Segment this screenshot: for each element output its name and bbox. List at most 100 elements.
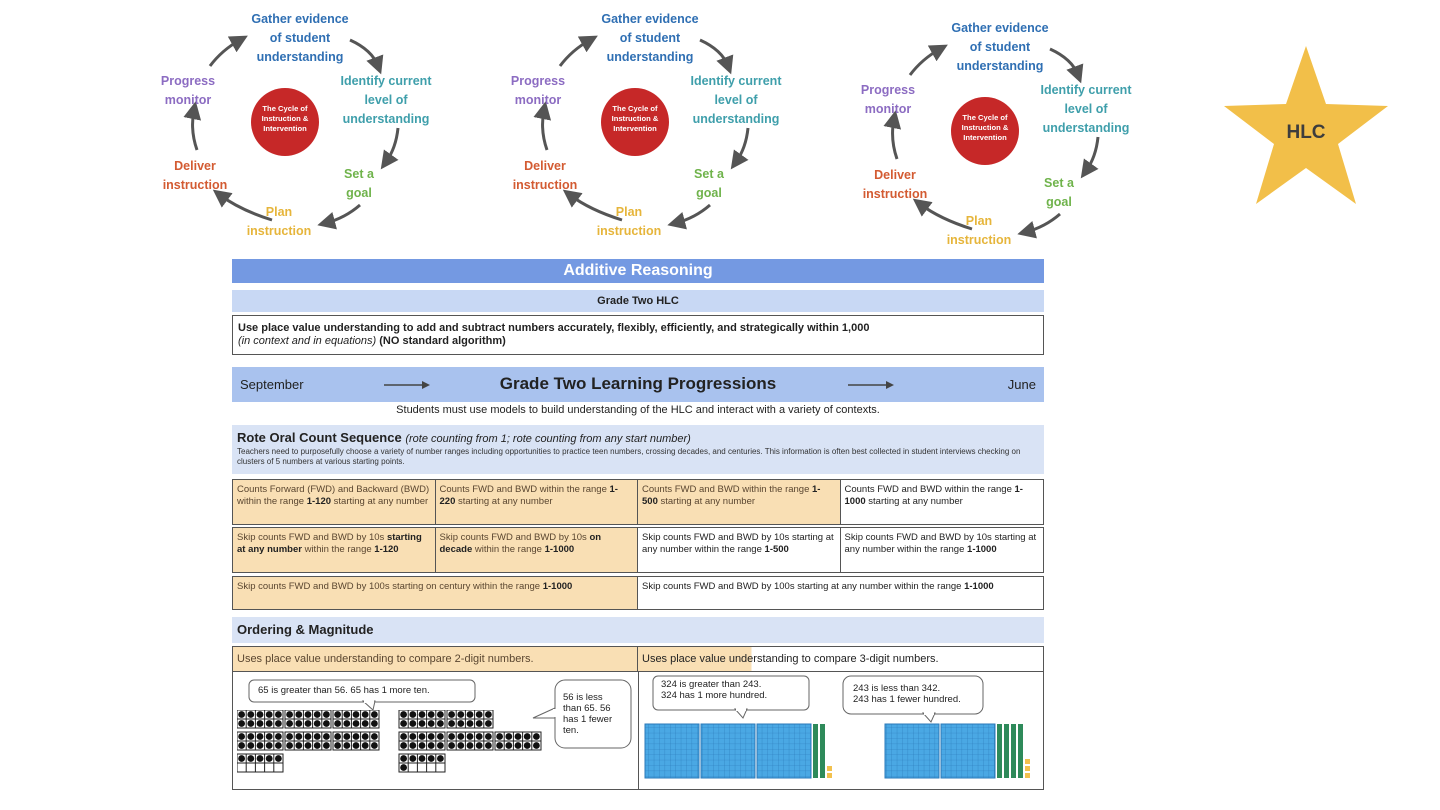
- cell-text: Counts FWD and BWD within the range: [642, 484, 813, 495]
- cycle-diagram-1: Gather evidence of student understanding…: [150, 0, 450, 240]
- cell-emphasis: starting at any number: [237, 532, 422, 555]
- hlc-italic-text: (in context and in equations): [238, 335, 377, 347]
- cycle-diagram-3: Gather evidence of student understanding…: [850, 9, 1150, 249]
- identify-level-label: Identify current level of understanding: [1040, 83, 1132, 135]
- cell-text: Skip counts FWD and BWD by 10s: [237, 532, 387, 543]
- hlc-qualifier: (in context and in equations) (NO standa…: [238, 335, 1038, 348]
- rote-heading-note: (rote counting from 1; rote counting fro…: [405, 433, 691, 445]
- bubble-outlines: [248, 675, 984, 749]
- identify-level-label: Identify current level of understanding: [340, 74, 432, 126]
- rote-heading-line: Rote Oral Count Sequence (rote counting …: [237, 430, 1039, 445]
- gather-evidence-label: Gather evidence of student understanding: [251, 12, 349, 64]
- count-cell: Skip counts FWD and BWD by 10s starting …: [841, 528, 1044, 572]
- progression-start: September: [240, 377, 304, 392]
- cell-range: 1-1000: [544, 543, 575, 555]
- count-cell: Counts Forward (FWD) and Backward (BWD) …: [233, 480, 436, 524]
- count-row-2: Skip counts FWD and BWD by 10s starting …: [232, 527, 1044, 573]
- ten-frames-illustration: [237, 710, 542, 773]
- cycle-arrows: [883, 44, 1100, 239]
- plan-instruction-label: Plan instruction: [596, 205, 662, 238]
- count-cell: Counts FWD and BWD within the range 1-10…: [841, 480, 1044, 524]
- comparison-bubble-1: 65 is greater than 56. 65 has 1 more ten…: [258, 685, 430, 696]
- cell-text: Skip counts FWD and BWD by 100s starting…: [237, 581, 543, 592]
- star-icon: [1224, 46, 1388, 204]
- cell-emphasis: on decade: [439, 532, 602, 555]
- gather-evidence-label: Gather evidence of student understanding: [601, 12, 699, 64]
- ordering-illustrations: 65 is greater than 56. 65 has 1 more ten…: [232, 672, 1044, 790]
- grade-hlc-subtitle: Grade Two HLC: [232, 290, 1044, 312]
- deliver-instruction-label: Deliver instruction: [862, 168, 928, 201]
- plan-instruction-label: Plan instruction: [946, 214, 1012, 247]
- cell-text: Counts FWD and BWD within the range: [844, 484, 1015, 495]
- page-title: Additive Reasoning: [232, 259, 1044, 283]
- count-row-3: Skip counts FWD and BWD by 100s starting…: [232, 576, 1044, 610]
- count-cell: Skip counts FWD and BWD by 10s starting …: [638, 528, 841, 572]
- comparison-bubble-2: 56 is less than 65. 56 has 1 fewer ten.: [563, 692, 613, 736]
- identify-level-label: Identify current level of understanding: [690, 74, 782, 126]
- count-cell: Skip counts FWD and BWD by 100s starting…: [233, 577, 638, 609]
- cell-range: 1-120: [306, 495, 332, 507]
- progressions-title: Grade Two Learning Progressions: [499, 374, 777, 393]
- cell-range: 1-1000: [844, 484, 1023, 507]
- hlc-star-label: HLC: [1286, 122, 1326, 143]
- timeline-arrows: [384, 381, 894, 389]
- cell-range: 1-120: [374, 543, 399, 555]
- cycle-hub: The Cycle of Instruction & Intervention: [251, 88, 319, 156]
- plan-instruction-label: Plan instruction: [246, 205, 312, 238]
- base-ten-blocks-illustration: [644, 723, 1030, 779]
- ordering-left: Uses place value understanding to compar…: [233, 647, 638, 671]
- gather-evidence-label: Gather evidence of student understanding: [951, 21, 1049, 73]
- set-goal-label: Set a goal: [694, 167, 724, 200]
- cell-range: 1-1000: [967, 543, 997, 555]
- set-goal-label: Set a goal: [1044, 176, 1074, 209]
- progression-end: June: [1007, 377, 1036, 392]
- cell-range: 1-500: [642, 484, 821, 507]
- cell-text: within the range: [472, 543, 545, 555]
- ordering-heading: Ordering & Magnitude: [232, 617, 1044, 643]
- deliver-instruction-label: Deliver instruction: [162, 159, 228, 192]
- comparison-bubble-3: 324 is greater than 243. 324 has 1 more …: [661, 679, 768, 701]
- cell-text: starting at any number: [331, 495, 429, 507]
- count-row-1: Counts Forward (FWD) and Backward (BWD) …: [232, 479, 1044, 525]
- cell-text: Counts Forward (FWD) and Backward (BWD) …: [237, 484, 430, 507]
- models-note: Students must use models to build unders…: [396, 404, 880, 416]
- ordering-right: Uses place value understanding to compar…: [638, 647, 1043, 671]
- cell-text: Skip counts FWD and BWD by 10s: [439, 532, 590, 543]
- progressions-band: September Grade Two Learning Progression…: [232, 367, 1044, 402]
- cycle-diagram-2: Gather evidence of student understanding…: [500, 0, 800, 240]
- cell-text: within the range: [301, 543, 375, 555]
- count-cell: Skip counts FWD and BWD by 10s on decade…: [435, 528, 638, 572]
- count-cell: Counts FWD and BWD within the range 1-22…: [435, 480, 638, 524]
- progress-monitor-label: Progress monitor: [860, 83, 916, 116]
- cell-range: 1-220: [439, 484, 618, 507]
- hlc-statement: Use place value understanding to add and…: [232, 315, 1044, 355]
- comparison-bubble-4: 243 is less than 342. 243 has 1 fewer hu…: [853, 683, 961, 705]
- progress-monitor-label: Progress monitor: [160, 74, 216, 107]
- cycle-arrows: [183, 35, 400, 230]
- rote-heading: Rote Oral Count Sequence: [237, 430, 402, 445]
- cell-text: Skip counts FWD and BWD by 10s starting …: [844, 532, 1037, 555]
- cell-range: 1-1000: [542, 581, 573, 592]
- set-goal-label: Set a goal: [344, 167, 374, 200]
- cell-range: 1-1000: [964, 581, 994, 592]
- cycle-hub: The Cycle of Instruction & Intervention: [601, 88, 669, 156]
- cell-text: Skip counts FWD and BWD by 100s starting…: [642, 581, 965, 592]
- rote-count-section: Rote Oral Count Sequence (rote counting …: [232, 425, 1044, 474]
- rote-description: Teachers need to purposefully choose a v…: [237, 447, 1021, 466]
- cell-text: starting at any number: [455, 495, 553, 507]
- hlc-bold-text: (NO standard algorithm): [379, 335, 506, 347]
- cycle-hub: The Cycle of Instruction & Intervention: [951, 97, 1019, 165]
- count-cell: Skip counts FWD and BWD by 100s starting…: [638, 577, 1043, 609]
- count-cell: Counts FWD and BWD within the range 1-50…: [638, 480, 841, 524]
- cell-text: starting at any number: [657, 495, 756, 507]
- progress-monitor-label: Progress monitor: [510, 74, 566, 107]
- cell-text: starting at any number: [865, 495, 963, 507]
- count-cell: Skip counts FWD and BWD by 10s starting …: [233, 528, 436, 572]
- cycle-arrows: [533, 35, 750, 230]
- cell-text: Skip counts FWD and BWD by 10s starting …: [642, 532, 834, 555]
- cell-text: Counts FWD and BWD within the range: [439, 484, 610, 495]
- ordering-row: Uses place value understanding to compar…: [232, 646, 1044, 672]
- deliver-instruction-label: Deliver instruction: [512, 159, 578, 192]
- cell-range: 1-500: [764, 543, 789, 555]
- hlc-main-text: Use place value understanding to add and…: [238, 322, 870, 334]
